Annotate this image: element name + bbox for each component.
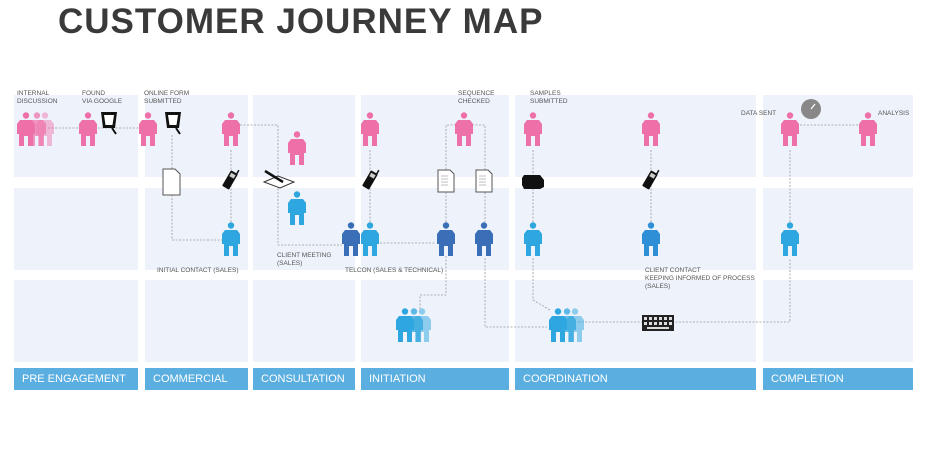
customer-figure [781, 112, 799, 148]
customer-figure [524, 112, 542, 148]
customer-figure [139, 112, 157, 148]
label-data-sent: DATA SENT [741, 110, 777, 117]
label-client-meeting: CLIENT MEETING (SALES) [277, 252, 332, 267]
customer-figure [222, 112, 240, 148]
label-samples-submitted: SAMPLES SUBMITTED [530, 90, 568, 105]
monitor-icon [101, 112, 117, 135]
label-sequence-checked: SEQUENCE CHECKED [458, 90, 495, 105]
staff-figure [361, 222, 379, 258]
phone-icon [642, 169, 660, 190]
lab-figure [549, 308, 567, 344]
staff-figure [288, 191, 306, 227]
label-analysis: ANALYSIS [878, 110, 910, 117]
customer-figure [288, 131, 306, 167]
phase-pre-engagement: PRE ENGAGEMENT [14, 368, 138, 390]
customer-figure [859, 112, 877, 148]
data-sheet-icon [475, 169, 493, 193]
staff-figure [222, 222, 240, 258]
page-title: CUSTOMER JOURNEY MAP [58, 2, 544, 41]
signing-pen-icon [262, 169, 296, 189]
phase-initiation: INITIATION [361, 368, 509, 390]
document-icon [162, 168, 181, 196]
phone-icon [362, 169, 380, 190]
staff-figure [781, 222, 799, 258]
phase-commercial: COMMERCIAL [145, 368, 248, 390]
phone-icon [222, 169, 240, 190]
customer-figure [79, 112, 97, 148]
data-sheet-icon [437, 169, 455, 193]
phase-completion: COMPLETION [763, 368, 913, 390]
phase-consultation: CONSULTATION [253, 368, 355, 390]
clock-icon [801, 99, 821, 119]
customer-figure [361, 112, 379, 148]
staff-figure [524, 222, 542, 258]
technical-figure [475, 222, 493, 258]
label-initial-contact: INITIAL CONTACT (SALES) [157, 267, 239, 274]
keyboard-icon [642, 315, 674, 331]
label-found-via-google: FOUND VIA GOOGLE [82, 90, 123, 105]
label-telcon: TELCON (SALES & TECHNICAL) [345, 267, 444, 274]
customer-figure [17, 112, 35, 148]
phase-coordination: COORDINATION [515, 368, 756, 390]
monitor-icon [165, 112, 181, 135]
staff-figure [642, 222, 660, 258]
label-client-contact: CLIENT CONTACT KEEPING INFORMED OF PROCE… [645, 267, 755, 290]
sample-box-icon [522, 175, 544, 189]
technical-figure [437, 222, 455, 258]
technical-figure [342, 222, 360, 258]
customer-figure [642, 112, 660, 148]
label-internal-discussion: INTERNAL DISCUSSION [17, 90, 58, 105]
customer-figure [455, 112, 473, 148]
label-online-form: ONLINE FORM SUBMITTED [144, 90, 190, 105]
lab-figure [396, 308, 414, 344]
